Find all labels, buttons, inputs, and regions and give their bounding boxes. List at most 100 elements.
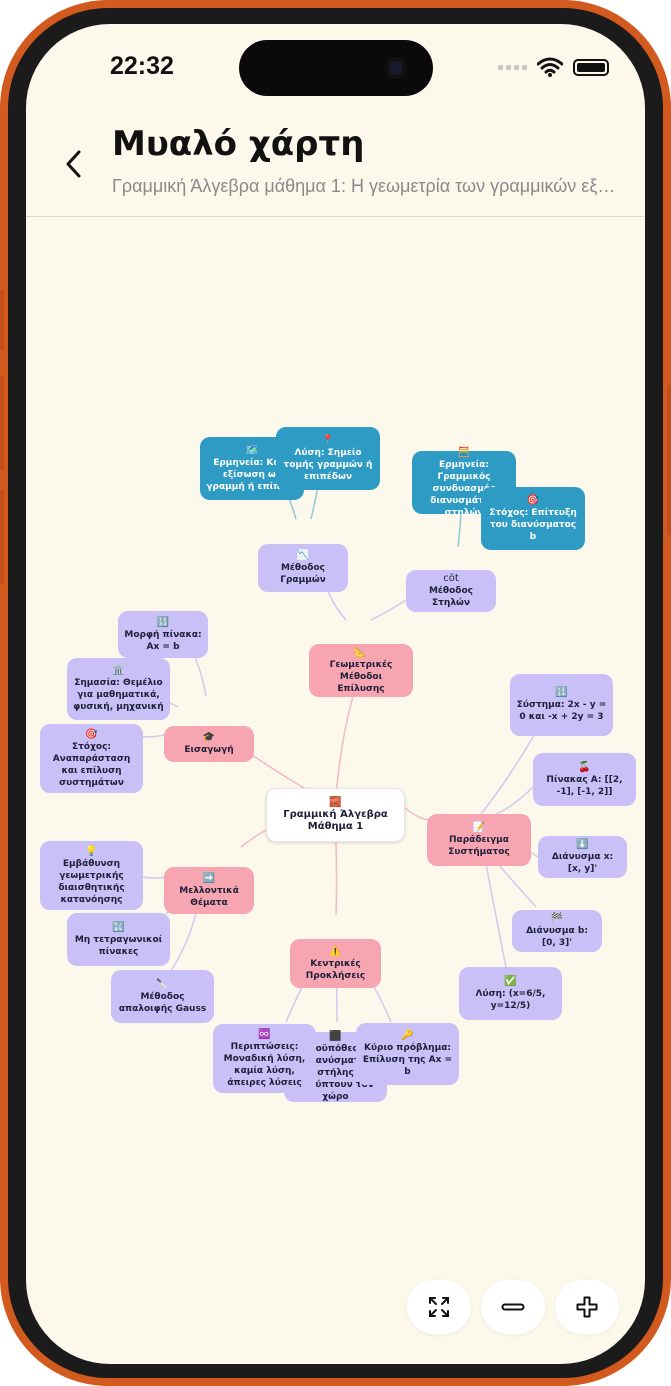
status-icons bbox=[498, 56, 609, 78]
leaf-node-column-method[interactable]: cöt Μέθοδος Στηλών bbox=[406, 570, 496, 612]
branch-node-intro[interactable]: 🎓 Εισαγωγή bbox=[164, 726, 254, 762]
node-label: Ερμηνεία: Κάθε εξίσωση ως γραμμή ή επίπε… bbox=[206, 457, 298, 492]
node-label: Μέθοδος Στηλών bbox=[428, 586, 474, 608]
node-label: Εισαγωγή bbox=[184, 745, 234, 755]
leaf-node-column-goal[interactable]: 🎯 Στόχος: Επίτευξη του διανύσματος b bbox=[481, 487, 585, 550]
mindmap-root-node[interactable]: 🧱 Γραμμική Άλγεβρα Μάθημα 1 bbox=[266, 788, 405, 842]
node-label: Μορφή πίνακα: Ax = b bbox=[124, 629, 202, 652]
back-button[interactable] bbox=[56, 146, 92, 182]
node-label: Λύση: Σημείο τομής γραμμών ή επιπέδων bbox=[283, 447, 373, 482]
branch-node-example-system[interactable]: 📝 Παράδειγμα Συστήματος bbox=[427, 814, 531, 866]
node-label: Γεωμετρικές Μέθοδοι Επίλυσης bbox=[329, 659, 393, 694]
chevron-left-icon bbox=[66, 150, 81, 178]
pin-icon: 📍 bbox=[321, 434, 335, 446]
leaf-node-importance[interactable]: 🏛️ Σημασία: Θεμέλιο για μαθηματικά, φυσι… bbox=[67, 658, 170, 720]
triangle-ruler-icon: 📐 bbox=[354, 646, 368, 658]
node-label: Στόχος: Επίτευξη του διανύσματος b bbox=[489, 507, 577, 542]
node-label: Εμβάθυνση γεωμετρικής διαισθητικής καταν… bbox=[58, 858, 125, 905]
warning-icon: ⚠️ bbox=[329, 945, 342, 957]
lightbulb-icon: 💡 bbox=[85, 845, 98, 857]
node-label: Διάνυσμα b: [0, 3]' bbox=[526, 926, 588, 948]
leaf-node-system[interactable]: 🔢 Σύστημα: 2x - y = 0 και -x + 2y = 3 bbox=[510, 674, 613, 736]
branch-node-future-topics[interactable]: ➡️ Μελλοντικά Θέματα bbox=[164, 867, 254, 914]
branch-node-geometric-methods[interactable]: 📐 Γεωμετρικές Μέθοδοι Επίλυσης bbox=[309, 644, 413, 697]
black-square-icon: ⬛ bbox=[329, 1031, 342, 1042]
chart-down-icon: 📉 bbox=[296, 550, 310, 561]
node-label: Διάνυσμα x: [x, y]' bbox=[551, 852, 614, 874]
node-label: Παράδειγμα Συστήματος bbox=[448, 835, 510, 857]
column-icon: cöt bbox=[443, 573, 459, 584]
check-icon: ✅ bbox=[504, 975, 517, 987]
fit-to-screen-button[interactable] bbox=[407, 1280, 471, 1334]
arrow-down-icon: ⬇️ bbox=[576, 839, 589, 850]
node-label: Γραμμική Άλγεβρα Μάθημα 1 bbox=[283, 809, 388, 832]
zoom-in-button[interactable] bbox=[555, 1280, 619, 1334]
leaf-node-solution[interactable]: ✅ Λύση: (x=6/5, y=12/5) bbox=[459, 967, 562, 1020]
map-icon: 🗺️ bbox=[245, 444, 259, 456]
node-label: Μέθοδος απαλοιφής Gauss bbox=[118, 991, 207, 1014]
header-divider bbox=[26, 216, 645, 217]
node-label: Σημασία: Θεμέλιο για μαθηματικά, φυσική,… bbox=[73, 678, 164, 712]
dynamic-island bbox=[239, 40, 433, 96]
key-icon: 🔑 bbox=[401, 1030, 414, 1041]
target-icon: 🎯 bbox=[526, 494, 540, 506]
battery-icon bbox=[573, 58, 609, 76]
leaf-node-gauss[interactable]: 🔪 Μέθοδος απαλοιφής Gauss bbox=[111, 970, 214, 1023]
leaf-node-column-interpretation[interactable]: 🧮 Ερμηνεία: Γραμμικός συνδυασμός διανυσμ… bbox=[412, 447, 516, 518]
node-label: Σύστημα: 2x - y = 0 και -x + 2y = 3 bbox=[516, 700, 607, 722]
node-label: Λύση: (x=6/5, y=12/5) bbox=[475, 988, 546, 1011]
leaf-node-vector-b[interactable]: 🏁 Διάνυσμα b: [0, 3]' bbox=[512, 910, 602, 952]
wifi-icon bbox=[537, 57, 563, 77]
zoom-out-button[interactable] bbox=[481, 1280, 545, 1334]
target-icon: 🎯 bbox=[85, 728, 98, 740]
node-label: Ερμηνεία: Γραμμικός συνδυασμός διανυσμάτ… bbox=[430, 459, 498, 518]
symbols-icon: 🔣 bbox=[112, 921, 125, 933]
node-label: Κύριο πρόβλημα: Επίλυση της Ax = b bbox=[362, 1043, 453, 1077]
leaf-node-matrix-a[interactable]: 🍒 Πίνακας A: [[2, -1], [-1, 2]] bbox=[533, 753, 636, 806]
memo-icon: 📝 bbox=[472, 822, 486, 833]
leaf-node-vector-x[interactable]: ⬇️ Διάνυσμα x: [x, y]' bbox=[538, 836, 627, 878]
node-label: Προϋπόθεση: Διανύσματα στήλης καλύπτουν … bbox=[297, 1044, 374, 1102]
infinity-icon: ♾️ bbox=[258, 1028, 271, 1040]
screen: 22:32 Μυαλό χάρτη Γραμμική Άλγεβρα μάθημ… bbox=[26, 24, 645, 1364]
device-side-button bbox=[0, 375, 4, 470]
arrow-right-icon: ➡️ bbox=[202, 872, 216, 884]
leaf-node-row-solution[interactable]: 📍 Λύση: Σημείο τομής γραμμών ή επιπέδων bbox=[276, 427, 380, 490]
numbers-icon: 🔢 bbox=[555, 687, 568, 698]
abacus-icon: 🧮 bbox=[457, 446, 471, 458]
leaf-node-key-problem[interactable]: 🔑 Κύριο πρόβλημα: Επίλυση της Ax = b bbox=[356, 1023, 459, 1085]
page-title: Μυαλό χάρτη bbox=[112, 124, 365, 164]
plus-icon bbox=[576, 1296, 598, 1318]
leaf-node-matrix-form[interactable]: 🔢 Μορφή πίνακα: Ax = b bbox=[118, 611, 208, 658]
device-side-button bbox=[667, 385, 671, 535]
device-side-button bbox=[0, 490, 4, 585]
device-side-button bbox=[0, 290, 4, 350]
status-time: 22:32 bbox=[110, 52, 174, 80]
numbers-icon: 🔢 bbox=[156, 616, 170, 628]
node-label: Στόχος: Αναπαράσταση και επίλυση συστημά… bbox=[52, 741, 131, 788]
leaf-node-nonsquare-matrices[interactable]: 🔣 Μη τετραγωνικοί πίνακες bbox=[67, 913, 170, 966]
node-label: Μελλοντικά Θέματα bbox=[179, 885, 239, 908]
leaf-node-row-method[interactable]: 📉 Μέθοδος Γραμμών bbox=[258, 544, 348, 592]
checkered-flag-icon: 🏁 bbox=[550, 913, 564, 924]
cellular-signal-icon bbox=[498, 64, 527, 70]
cherries-icon: 🍒 bbox=[578, 761, 591, 773]
camera-icon bbox=[385, 57, 407, 79]
knife-icon: 🔪 bbox=[156, 978, 169, 990]
graduation-cap-icon: 🎓 bbox=[202, 732, 216, 743]
minus-icon bbox=[501, 1303, 525, 1311]
node-label: Πίνακας A: [[2, -1], [-1, 2]] bbox=[546, 774, 623, 797]
leaf-node-cases[interactable]: ♾️ Περιπτώσεις: Μοναδική λύση, καμία λύσ… bbox=[213, 1024, 316, 1093]
node-label: Μη τετραγωνικοί πίνακες bbox=[74, 934, 163, 957]
node-label: Μέθοδος Γραμμών bbox=[280, 563, 326, 585]
leaf-node-deepen-intuition[interactable]: 💡 Εμβάθυνση γεωμετρικής διαισθητικής κατ… bbox=[40, 841, 143, 910]
fit-screen-icon bbox=[429, 1297, 449, 1317]
node-label: Κεντρικές Προκλήσεις bbox=[305, 958, 366, 981]
leaf-node-intro-goal[interactable]: 🎯 Στόχος: Αναπαράσταση και επίλυση συστη… bbox=[40, 724, 143, 793]
branch-node-challenges[interactable]: ⚠️ Κεντρικές Προκλήσεις bbox=[290, 939, 381, 988]
mindmap-canvas[interactable]: 🧱 Γραμμική Άλγεβρα Μάθημα 1 📐 Γεωμετρικέ… bbox=[26, 217, 645, 1364]
page-subtitle: Γραμμική Άλγεβρα μάθημα 1: Η γεωμετρία τ… bbox=[112, 176, 617, 196]
bricks-icon: 🧱 bbox=[329, 797, 342, 808]
building-icon: 🏛️ bbox=[112, 665, 125, 676]
node-label: Περιπτώσεις: Μοναδική λύση, καμία λύση, … bbox=[223, 1041, 306, 1088]
